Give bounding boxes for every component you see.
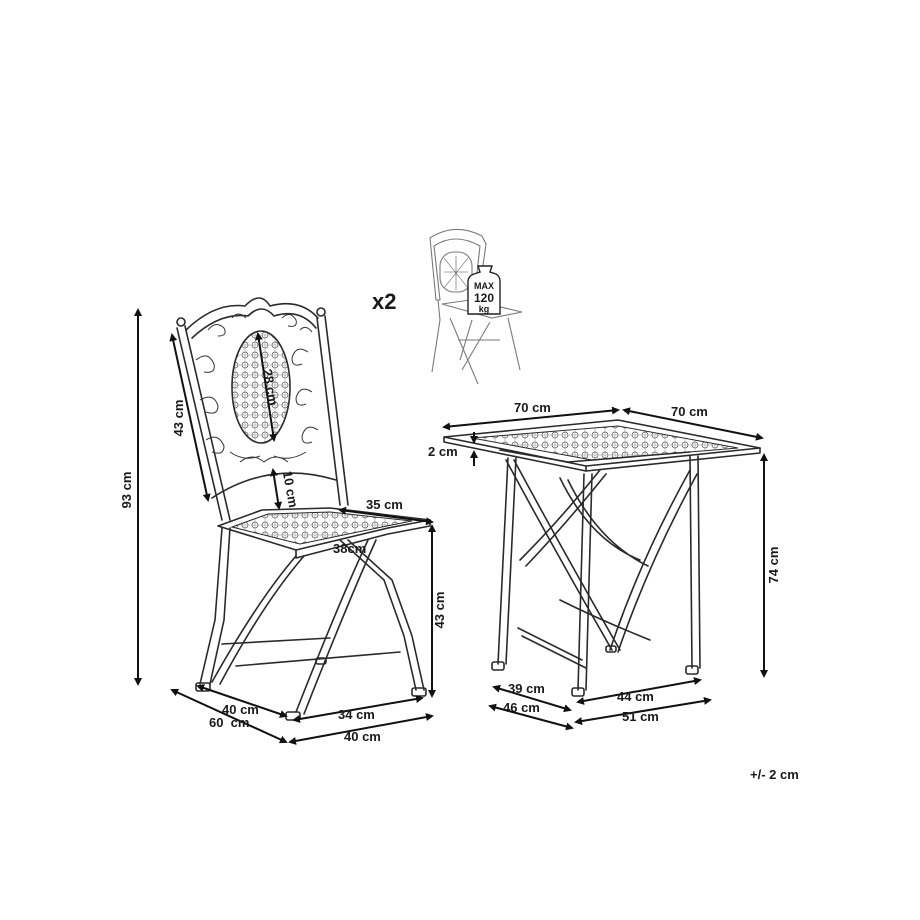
table-illustration — [443, 419, 761, 697]
tolerance-note: +/- 2 cm — [750, 767, 799, 782]
table-base-width-outer-label: 51 cm — [622, 709, 659, 724]
chair-total-height-label: 93 cm — [119, 472, 134, 509]
chair-base-width-outer-label: 40 cm — [344, 729, 381, 744]
chair-seat-height-label: 43 cm — [432, 592, 447, 629]
table-top-depth-label: 70 cm — [671, 404, 708, 419]
chair-base-width-inner-label: 34 cm — [338, 707, 375, 722]
table-base-depth-inner-label: 39 cm — [508, 681, 545, 696]
chair-base-depth-outer-label: 60 cm — [209, 715, 249, 730]
badge-max-label: MAX — [474, 281, 494, 291]
chair-backrest-gap-label: 10 cm — [280, 470, 301, 509]
chair-dimensions — [134, 308, 436, 745]
badge-unit-label: kg — [479, 304, 490, 314]
table-height-label: 74 cm — [766, 547, 781, 584]
weight-icon — [467, 265, 501, 315]
chair-base-depth-inner-label: 40 cm — [222, 702, 259, 717]
chair-seat-depth-label: 35 cm — [366, 497, 403, 512]
table-dimensions — [442, 406, 768, 731]
load-capacity-badge: MAX 120 kg — [467, 265, 501, 315]
badge-weight-value: 120 — [474, 291, 494, 305]
table-top-width-label: 70 cm — [514, 400, 551, 415]
table-top-thickness-label: 2 cm — [428, 444, 458, 459]
table-base-width-inner-label: 44 cm — [617, 689, 654, 704]
chair-seat-width-label: 38cm — [333, 541, 366, 556]
chair-backrest-panel-label: 28 cm — [260, 368, 281, 407]
set-quantity-label: x2 — [372, 289, 396, 314]
table-base-depth-outer-label: 46 cm — [503, 700, 540, 715]
chair-backrest-height-label: 43 cm — [171, 400, 186, 437]
